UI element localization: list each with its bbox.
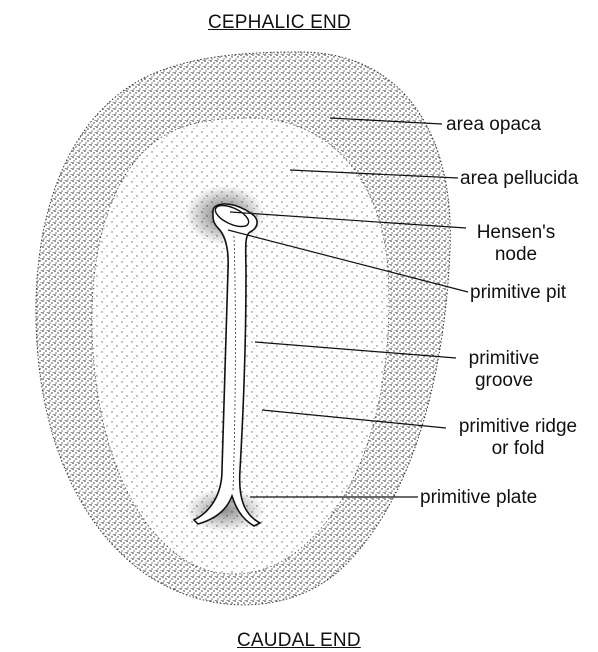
label-hensens-node-2: node bbox=[468, 244, 564, 266]
label-hensens-node-1: Hensen's bbox=[468, 222, 564, 244]
label-primitive-groove-2: groove bbox=[456, 370, 552, 392]
cephalic-end-heading: CEPHALIC END bbox=[208, 12, 351, 34]
label-area-pellucida: area pellucida bbox=[460, 168, 578, 190]
label-primitive-ridge-1: primitive ridge bbox=[448, 416, 588, 438]
caudal-end-heading: CAUDAL END bbox=[237, 630, 361, 652]
label-primitive-pit: primitive pit bbox=[470, 282, 566, 304]
label-area-opaca: area opaca bbox=[446, 114, 541, 136]
label-primitive-plate: primitive plate bbox=[420, 487, 537, 509]
label-primitive-ridge-2: or fold bbox=[448, 438, 588, 460]
label-primitive-groove-1: primitive bbox=[456, 348, 552, 370]
